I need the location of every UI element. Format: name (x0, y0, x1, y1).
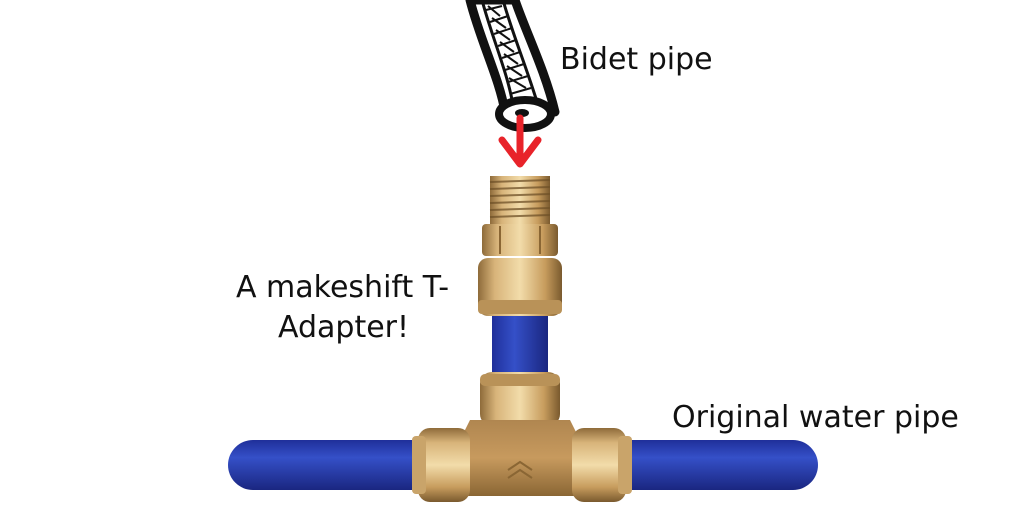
original-water-pipe-label: Original water pipe (672, 400, 959, 435)
tee-upper-socket (480, 372, 560, 426)
t-adapter-label-line-1: A makeshift T- (236, 270, 450, 305)
flow-arrow (498, 114, 542, 168)
threaded-adapter (478, 176, 562, 316)
bidet-hose (465, 0, 560, 132)
vertical-blue-pipe (492, 316, 548, 374)
tee-left-socket (412, 428, 470, 502)
t-adapter-label-line-2: Adapter! (278, 310, 410, 345)
tee-body (460, 420, 580, 496)
original-water-pipe (228, 440, 818, 490)
tee-right-socket (572, 428, 632, 502)
t-adapter-label: A makeshift T- Adapter! (236, 268, 449, 348)
bidet-pipe-label: Bidet pipe (560, 42, 713, 77)
